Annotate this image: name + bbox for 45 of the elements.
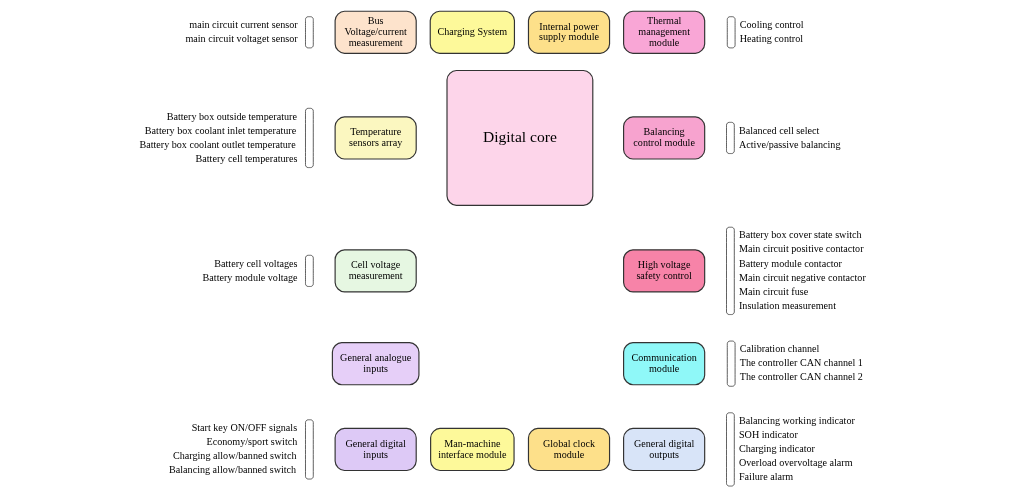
node-label: Balanced cell select	[738, 124, 820, 136]
node-label: Cooling control	[739, 18, 804, 30]
node-label: Battery cell temperatures	[195, 152, 298, 164]
node-label: main circuit current sensor	[189, 18, 298, 30]
node-box: General digital inputs	[334, 427, 417, 472]
node-label: Main circuit negative contactor	[738, 271, 866, 283]
node-label: Start key ON/OFF signals	[191, 422, 298, 434]
node-label: Economy/sport switch	[206, 436, 298, 448]
node-label: Battery box cover state switch	[738, 229, 862, 241]
node-box: Global clock module	[527, 427, 611, 472]
node-label: Charging indicator	[738, 443, 816, 455]
node-label: Heating control	[739, 32, 804, 44]
node-box: Cell voltage measurement	[334, 249, 417, 293]
node-label: Battery box coolant outlet temperature	[139, 138, 296, 150]
node-label: Insulation measurement	[738, 299, 836, 311]
node-box: Thermal management module	[623, 10, 706, 54]
node-label: Battery box coolant inlet temperature	[144, 124, 297, 136]
node-label: Active/passive balancing	[738, 138, 841, 150]
node-label: Battery module contactor	[738, 257, 842, 269]
node-box: General digital outputs	[623, 427, 706, 472]
node-label: main circuit voltaget sensor	[185, 32, 298, 44]
node-label: Balancing allow/banned switch	[169, 464, 297, 476]
node-label: The controller CAN channel 2	[739, 371, 863, 383]
node-box: Balancing control module	[623, 116, 706, 160]
node-label: Main circuit fuse	[738, 285, 809, 297]
node-label: SOH indicator	[738, 429, 798, 441]
node-label: Calibration channel	[739, 343, 820, 355]
node-label: Balancing working indicator	[738, 415, 855, 427]
node-box: General analogue inputs	[331, 342, 420, 386]
node-box: Temperature sensors array	[334, 116, 417, 160]
node-label: Battery box outside temperature	[166, 110, 297, 122]
node-box: Internal power supply module	[527, 10, 611, 54]
node-box: Bus Voltage/current measurement	[334, 10, 417, 54]
node-label: The controller CAN channel 1	[739, 357, 863, 369]
node-box: Communication module	[623, 342, 706, 386]
node-box: Charging System	[429, 10, 516, 54]
node-box: Man-machine interface module	[430, 427, 515, 472]
node-label: Failure alarm	[738, 471, 794, 483]
node-label: Battery cell voltages	[214, 257, 298, 269]
node-label: Battery module voltage	[202, 271, 298, 283]
node-box: High voltage safety control	[623, 249, 706, 293]
node-box: Digital core	[446, 69, 594, 206]
node-label: Charging allow/banned switch	[172, 450, 297, 462]
node-label: Main circuit positive contactor	[738, 243, 864, 255]
node-label: Overload overvoltage alarm	[738, 457, 853, 469]
